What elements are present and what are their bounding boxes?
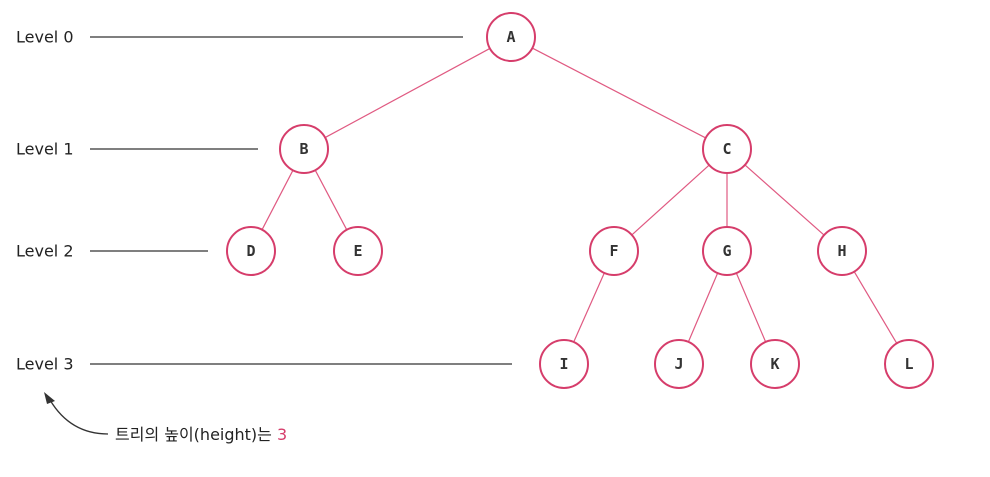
level-3-label: Level 3 — [16, 355, 74, 374]
edge-a-b — [324, 47, 491, 139]
level-labels-layer: Level 0 Level 1 Level 2 Level 3 — [16, 28, 74, 374]
edge-b-e — [314, 169, 348, 231]
node-circle — [750, 339, 800, 389]
edge-g-j — [687, 272, 719, 343]
node-circle — [279, 124, 329, 174]
edge-b-d — [261, 170, 294, 230]
node-label: L — [904, 355, 913, 373]
height-caption: 트리의 높이(height)는 3 — [44, 392, 287, 444]
level-lines-layer — [90, 36, 512, 365]
node-circle — [333, 226, 383, 276]
node-label: I — [559, 355, 568, 373]
tree-node-c: C — [702, 124, 752, 174]
edge-c-h — [744, 164, 825, 236]
node-circle — [589, 226, 639, 276]
node-label: E — [353, 242, 362, 260]
node-label: G — [722, 242, 731, 260]
tree-node-k: K — [750, 339, 800, 389]
edge-h-l — [853, 271, 898, 344]
node-circle — [539, 339, 589, 389]
node-label: D — [246, 242, 255, 260]
edge-g-k — [735, 272, 767, 343]
node-circle — [486, 12, 536, 62]
tree-node-e: E — [333, 226, 383, 276]
level-1-label: Level 1 — [16, 140, 74, 159]
node-circle — [702, 124, 752, 174]
caption-text-main: 트리의 높이(height)는 — [115, 425, 277, 444]
node-label: F — [609, 242, 618, 260]
level-0-label: Level 0 — [16, 28, 74, 47]
node-circle — [702, 226, 752, 276]
tree-node-f: F — [589, 226, 639, 276]
edge-f-i — [573, 272, 605, 343]
tree-node-i: I — [539, 339, 589, 389]
node-circle — [654, 339, 704, 389]
caption-arrowhead — [44, 392, 55, 404]
nodes-layer: A B C D E F G H I J K L — [226, 12, 934, 389]
node-circle — [817, 226, 867, 276]
node-label: H — [837, 242, 846, 260]
tree-node-h: H — [817, 226, 867, 276]
caption-height-value: 3 — [277, 425, 287, 444]
node-label: J — [674, 355, 683, 373]
tree-node-l: L — [884, 339, 934, 389]
tree-node-b: B — [279, 124, 329, 174]
level-2-label: Level 2 — [16, 242, 74, 261]
tree-node-g: G — [702, 226, 752, 276]
tree-node-j: J — [654, 339, 704, 389]
node-label: C — [722, 140, 731, 158]
edges-layer — [261, 47, 898, 344]
tree-node-d: D — [226, 226, 276, 276]
edge-c-f — [631, 164, 710, 236]
tree-node-a: A — [486, 12, 536, 62]
node-circle — [226, 226, 276, 276]
edge-a-c — [532, 47, 706, 139]
caption-text: 트리의 높이(height)는 3 — [115, 425, 287, 444]
caption-arrow — [49, 399, 109, 435]
node-circle — [884, 339, 934, 389]
node-label: B — [299, 140, 308, 158]
node-label: A — [506, 28, 515, 46]
node-label: K — [770, 355, 779, 373]
